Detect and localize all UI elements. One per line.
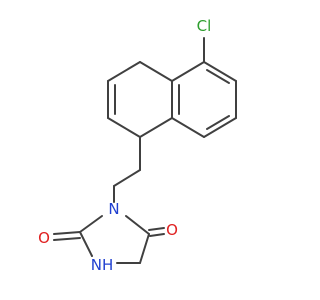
bond-ring-a6 — [171, 61, 205, 82]
bond-ch2-c4 — [139, 233, 150, 264]
bond-n-c2 — [79, 215, 103, 233]
atom-label-amide-nh: NH — [91, 256, 114, 274]
atom-label-carbonyl-oxygen-right: O — [166, 221, 178, 239]
bond-layer — [53, 37, 237, 264]
bond-c4-n — [125, 215, 150, 235]
bond-ring-b5 — [139, 117, 173, 138]
bond-ring-a4 — [171, 117, 205, 138]
bond-ring-b1 — [139, 61, 173, 82]
bond-ring-a3-inner — [206, 115, 230, 130]
bond-chain-2 — [113, 169, 141, 187]
bond-c4-o-b — [149, 233, 165, 237]
molecule-diagram: Cl N NH O O — [38, 17, 237, 274]
bond-ring-a3 — [203, 117, 237, 138]
bond-ring-a1-inner — [206, 69, 230, 84]
bond-c2-nh — [79, 231, 93, 257]
bond-ring-b2 — [107, 61, 141, 82]
bond-c4-o-a — [148, 227, 165, 231]
bond-c2-o-b — [53, 237, 81, 241]
atom-label-ring-nitrogen: N — [108, 200, 119, 218]
atom-label-carbonyl-oxygen-left: O — [38, 229, 50, 247]
bond-c2-o-a — [53, 231, 81, 235]
bond-ring-b4 — [107, 117, 141, 138]
atom-label-chlorine: Cl — [197, 17, 212, 35]
bond-ring-a1 — [203, 61, 237, 82]
